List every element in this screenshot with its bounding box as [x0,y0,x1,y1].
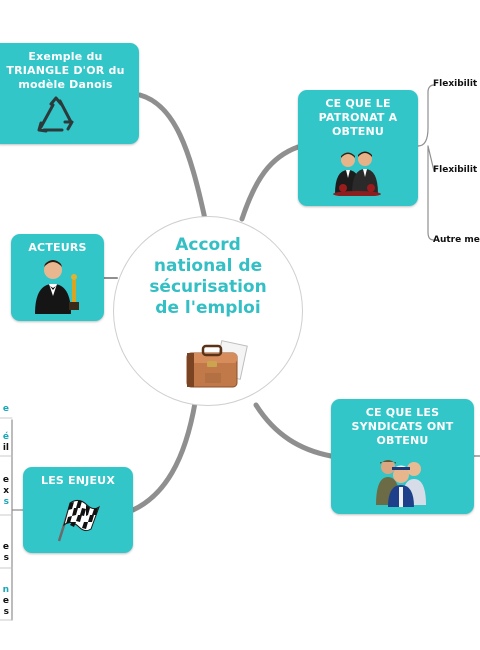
briefcase-icon [184,339,250,393]
actor-oscar-icon [33,258,83,320]
node-acteurs[interactable]: ACTEURS [11,234,104,321]
node-syndicats[interactable]: CE QUE LES SYNDICATS ONT OBTENU [331,399,474,514]
enjeux-subtopic-4[interactable]: e s [2,542,9,563]
node-patronat[interactable]: CE QUE LE PATRONAT A OBTENU [298,90,418,206]
central-topic-title: Accord national de sécurisation de l'emp… [149,235,267,318]
enjeux-subtopic-5[interactable]: n e s [2,585,9,617]
link-enjeux [130,400,198,513]
enjeux-subtopic-1[interactable]: e [2,404,9,414]
enjeux-subtopic-2[interactable]: é il [2,432,9,453]
checkered-flag-icon [55,497,101,547]
patronat-branch-3[interactable]: Autre me [433,235,480,245]
workers-group-icon [374,453,428,511]
branch-patronat [417,84,435,241]
node-enjeux[interactable]: LES ENJEUX [23,467,133,553]
separator-lines [0,417,13,621]
patronat-branch-2[interactable]: Flexibilit [433,165,478,175]
enjeux-subtopic-3[interactable]: e x s [2,475,9,507]
link-syndicats [253,402,334,459]
business-people-icon [330,148,384,200]
central-topic[interactable]: Accord national de sécurisation de l'emp… [113,216,303,406]
patronat-branch-1[interactable]: Flexibilit [433,79,478,89]
recycle-triangle-icon [36,95,76,139]
branch-enjeux-left [11,419,24,621]
link-triangle [137,92,208,222]
link-patronat [239,144,301,222]
node-triangle-dor[interactable]: Exemple du TRIANGLE D'OR du modèle Danoi… [0,43,139,144]
